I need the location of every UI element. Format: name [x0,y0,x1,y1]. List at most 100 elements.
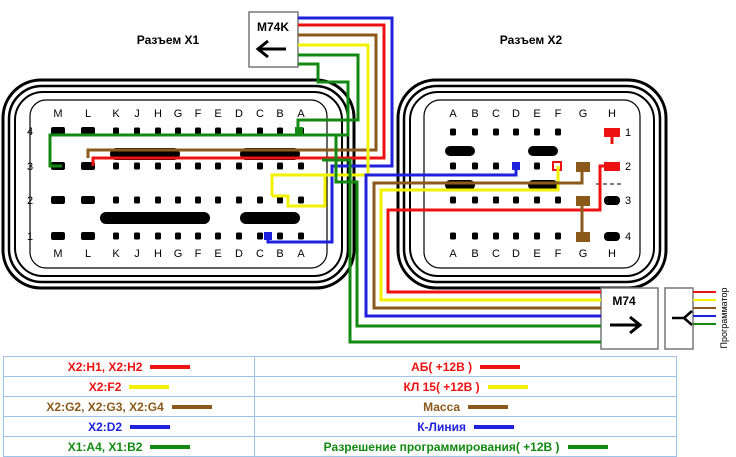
x1-pin [195,232,201,240]
legend-cell: КЛ 15( +12В ) [254,376,677,397]
x1-pin [277,127,283,135]
x1-col-letter: C [256,248,264,260]
x1-pin [195,127,201,135]
x1-title: Разъем X1 [137,33,200,47]
x2-col-letter: C [492,108,500,120]
legend-text: X2:D2 [88,419,123,434]
legend-text: X2:H1, X2:H2 [67,359,143,374]
m74k-label: M74K [257,20,289,34]
x1-pin [257,127,263,135]
x2-col-letter: H [608,248,616,260]
legend-text: X2:F2 [88,379,122,394]
legend-cell: АБ( +12В ) [254,356,677,377]
x2-pin [534,232,540,240]
fork-icon [672,310,693,326]
x2-title: Разъем X2 [500,33,563,47]
x1-pin [113,232,119,240]
x2-col-letter: G [579,108,588,120]
arrow-right-icon [629,315,643,335]
x2-pin [493,232,499,240]
x1-pin [215,232,221,240]
x1-row-number: 2 [27,195,33,207]
legend-swatch [129,385,170,390]
x1-col-letter: A [297,248,305,260]
x2-col-letter: F [555,248,562,260]
x1-pin [236,196,242,204]
x1-pin [175,196,181,204]
x2-col-letter: E [533,248,540,260]
x1-col-letter: B [276,108,283,120]
x1-col-letter: D [235,248,243,260]
m74-label: M74 [612,294,636,308]
legend-text: КЛ 15( +12В ) [403,379,480,394]
x1-pin [175,232,181,240]
x2-pin [472,196,478,204]
x1-col-letter: M [53,108,62,120]
x1-col-letter: H [154,248,162,260]
legend-cell: X2:G2, X2:G3, X2:G4 [2,396,256,417]
m74-wires [322,132,619,344]
x1-col-letter: M [53,248,62,260]
x2-pin [534,128,540,136]
x2-col-letter: B [471,108,478,120]
x1-col-letter: G [174,248,183,260]
x2-pin [555,196,561,204]
x2-col-letter: E [533,108,540,120]
programmer-wires [693,291,716,325]
x1-col-letter: J [134,108,140,120]
x1-pin [195,196,201,204]
x1-pin [215,196,221,204]
x2-pin [450,196,456,204]
x2-pin [472,162,478,170]
m74k-module: M74K [248,11,299,68]
x1-pin [51,127,65,135]
legend-cell: Масса [254,396,677,417]
x1-pin [298,232,304,240]
legend-swatch [150,445,191,450]
x1-pin [155,162,161,170]
x1-col-letter: K [112,248,120,260]
m74-module: M74 [600,287,659,350]
x1-col-letter: L [85,248,91,260]
legend-row: X2:F2 КЛ 15( +12В ) [2,376,677,397]
x1-pin [134,127,140,135]
x1-pin-a4 [295,127,303,135]
x1-col-letter: F [195,108,202,120]
x1-row-number: 1 [27,231,33,243]
x2-pin [493,162,499,170]
legend-text: К-Линия [417,419,466,434]
x1-col-letter: A [297,108,305,120]
x1-pin [215,162,221,170]
legend-cell: X2:D2 [2,416,256,437]
x2-col-letter: D [512,108,520,120]
x2-pin [513,128,519,136]
x1-pin [175,127,181,135]
legend-swatch [130,425,171,430]
x1-col-letter: G [174,108,183,120]
x1-col-letter: L [85,108,91,120]
legend-cell: X2:H1, X2:H2 [2,356,256,377]
x2-pin [450,162,456,170]
x1-pin [175,162,181,170]
x2-pin-h3 [604,196,620,205]
x2-pin [493,196,499,204]
x1-pin [277,232,283,240]
x1-row-number: 4 [27,126,33,138]
legend-cell: Разрешение программирования( +12В ) [254,436,677,457]
x2-col-letter: D [512,248,520,260]
x1-pin [81,127,95,135]
x2-pin [555,128,561,136]
legend-swatch [473,425,514,430]
legend-row: X2:D2 К-Линия [2,416,677,437]
legend-swatch [468,405,509,410]
x1-col-letter: B [276,248,283,260]
x1-pin [257,232,263,240]
x1-pin [134,196,140,204]
x2-pin [534,196,540,204]
x2-pin [472,232,478,240]
x1-pin [257,162,263,170]
